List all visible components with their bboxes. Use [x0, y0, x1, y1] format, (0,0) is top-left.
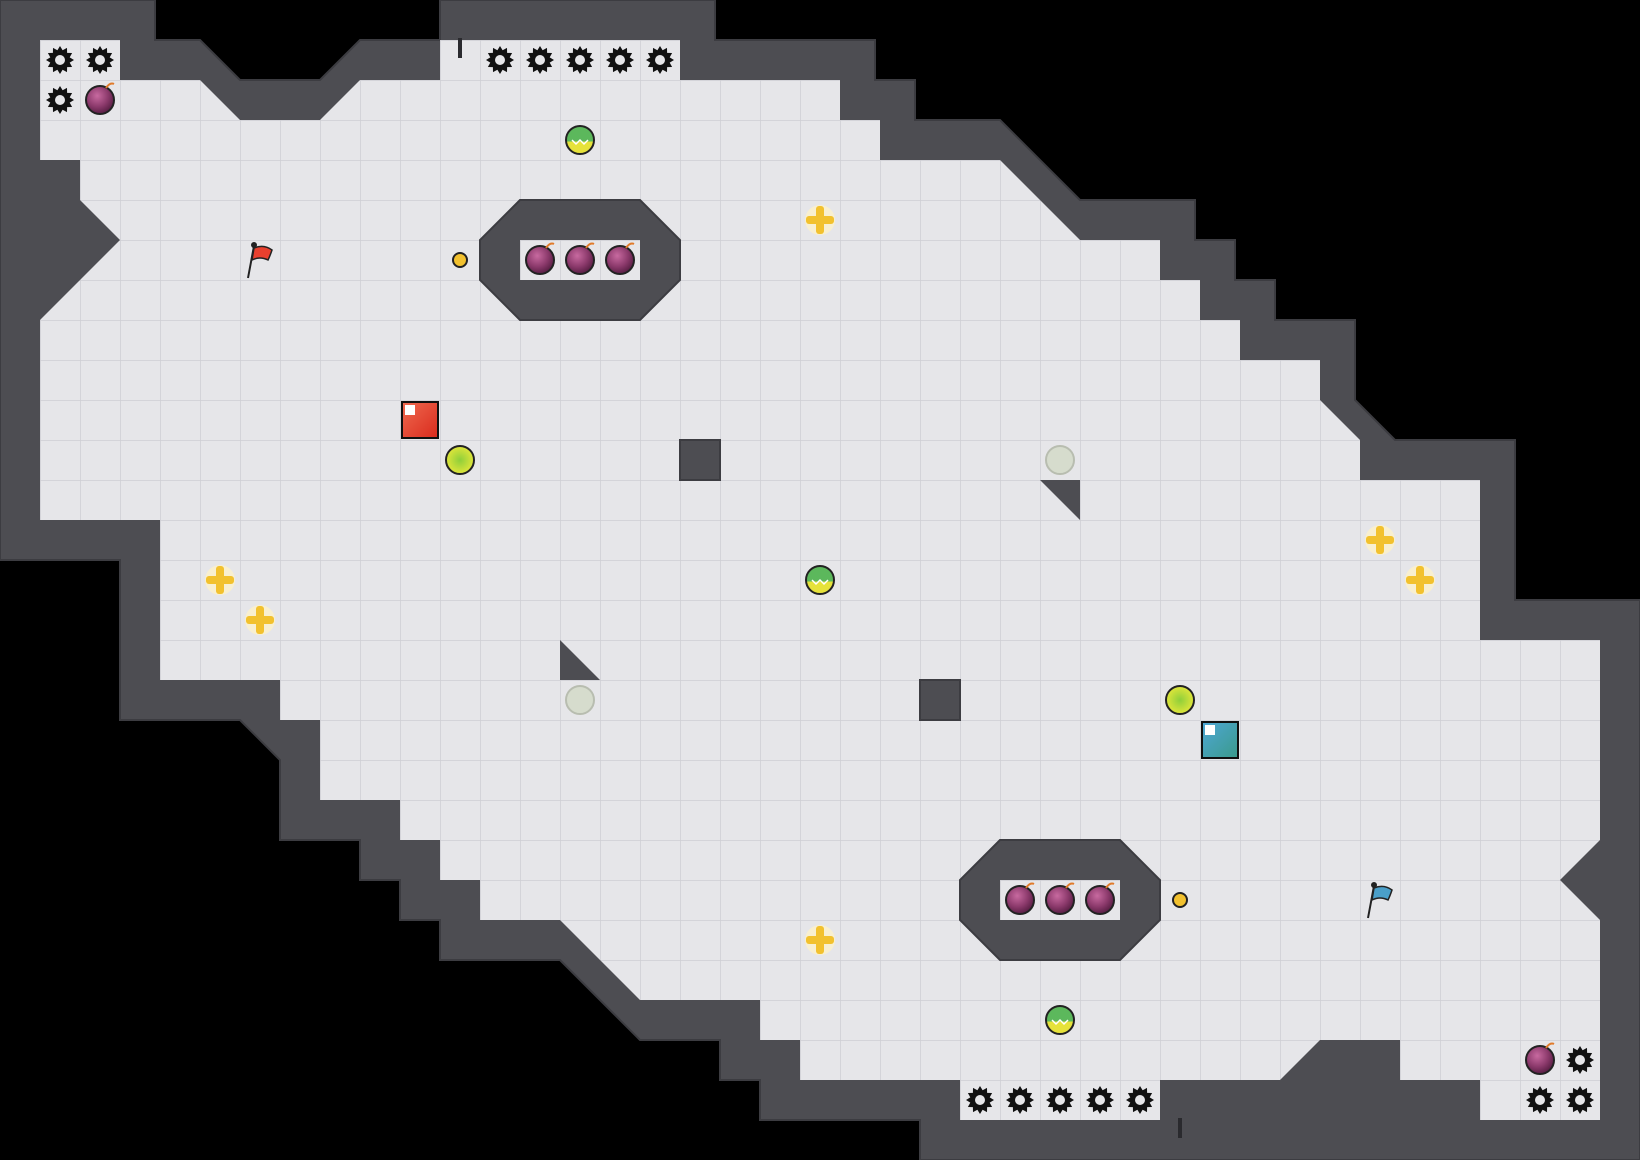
powerup-icon: [1165, 685, 1195, 715]
spike-icon: [46, 46, 74, 74]
inactive-powerup-icon: [565, 685, 595, 715]
spike-icon: [646, 46, 674, 74]
bomb-icon: [605, 242, 635, 275]
portal-icon: [1045, 1005, 1075, 1035]
spike-icon: [46, 86, 74, 114]
portal-icon: [805, 565, 835, 595]
bomb-icon: [525, 242, 555, 275]
gate-icon: [1178, 1118, 1182, 1138]
blue-endzone-tile: [1201, 721, 1239, 759]
blue-flag-icon: [1367, 882, 1393, 919]
boost-icon: [245, 605, 275, 635]
bomb-icon: [1005, 882, 1035, 915]
wall-wedge: [560, 640, 600, 680]
spike-icon: [1526, 1086, 1554, 1114]
boost-icon: [1405, 565, 1435, 595]
spike-icon: [966, 1086, 994, 1114]
spike-icon: [1006, 1086, 1034, 1114]
spike-icon: [1126, 1086, 1154, 1114]
spike-icon: [566, 46, 594, 74]
portal-icon: [565, 125, 595, 155]
button-icon: [452, 252, 468, 268]
bomb-icon: [1085, 882, 1115, 915]
bomb-icon: [1525, 1042, 1555, 1075]
spike-icon: [1566, 1086, 1594, 1114]
boost-icon: [1365, 525, 1395, 555]
inactive-powerup-icon: [1045, 445, 1075, 475]
boost-icon: [805, 925, 835, 955]
button-icon: [1172, 892, 1188, 908]
bomb-icon: [1045, 882, 1075, 915]
red-flag-icon: [247, 242, 273, 279]
bomb-icon: [85, 82, 115, 115]
gate-icon: [458, 38, 462, 58]
spike-icon: [486, 46, 514, 74]
wall-block: [919, 679, 961, 721]
wall-block: [679, 439, 721, 481]
bomb-icon: [565, 242, 595, 275]
spike-icon: [606, 46, 634, 74]
wall-wedge: [1040, 480, 1080, 520]
boost-icon: [805, 205, 835, 235]
spike-icon: [86, 46, 114, 74]
boost-icon: [205, 565, 235, 595]
spike-icon: [1566, 1046, 1594, 1074]
red-endzone-tile: [401, 401, 439, 439]
spike-icon: [1046, 1086, 1074, 1114]
spike-icon: [1086, 1086, 1114, 1114]
powerup-icon: [445, 445, 475, 475]
spike-icon: [526, 46, 554, 74]
